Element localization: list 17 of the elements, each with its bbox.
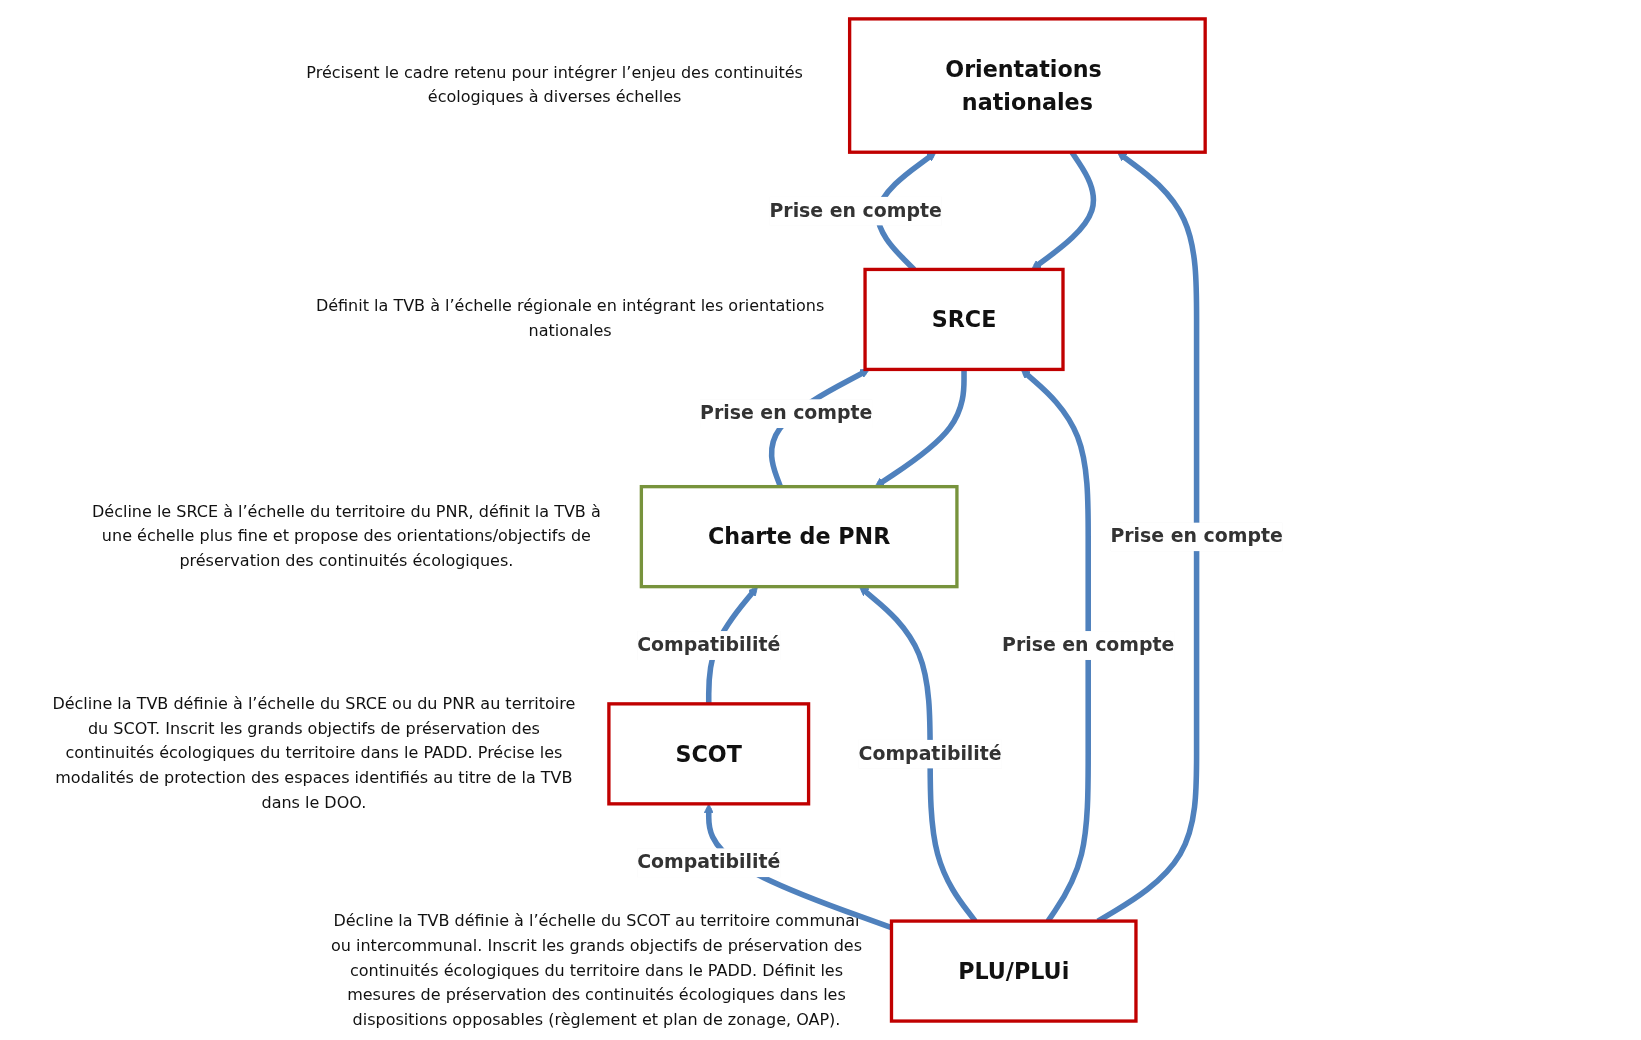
description-text: Précisent le cadre retenu pour intégrer l’enjeu des continuités écologiques à diverses échelles [305, 61, 804, 109]
node-box: SRCE [863, 267, 1065, 372]
description-text: Définit la TVB à l’échelle régionale en intégrant les orientations nationales [314, 295, 826, 343]
edge-label: Prise en compte [700, 401, 873, 424]
edge-label: Prise en compte [1002, 633, 1175, 656]
node-box: Orientations nationales [847, 17, 1207, 154]
edge-label: Compatibilité [637, 633, 781, 656]
node-box: SCOT [607, 702, 811, 806]
edge-label: Compatibilité [858, 741, 1002, 765]
edge-label: Compatibilité [637, 850, 781, 873]
node-box: Charte de PNR [639, 484, 959, 589]
description-text: Décline la TVB définie à l’échelle du SCOT au territoire communal ou intercommunal. Inscrit les grands objectifs de préservation des continuités écologiques du territoire dans le PADD. Définit les mesures de préservation des continuités écologiques dans les dispositions opposables (règlement et plan de zonage, OAP). [330, 910, 863, 1032]
description-text: Décline le SRCE à l’échelle du territoire du PNR, définit la TVB à une échelle plus fine et propose des orientations/objectifs de préservation des continuités écologiques. [91, 500, 602, 573]
description-text: Décline la TVB définie à l’échelle du SRCE ou du PNR au territoire du SCOT. Inscrit les grands objectifs de préservation des continuités écologiques du territoire dans le PADD. Précise les modalités de protection des espaces identifiés au titre de la TVB dans le DOO. [51, 692, 577, 815]
edge-label: Prise en compte [769, 198, 942, 222]
edge-label: Prise en compte [1110, 524, 1283, 547]
node-box: PLU/PLUi [889, 919, 1138, 1023]
